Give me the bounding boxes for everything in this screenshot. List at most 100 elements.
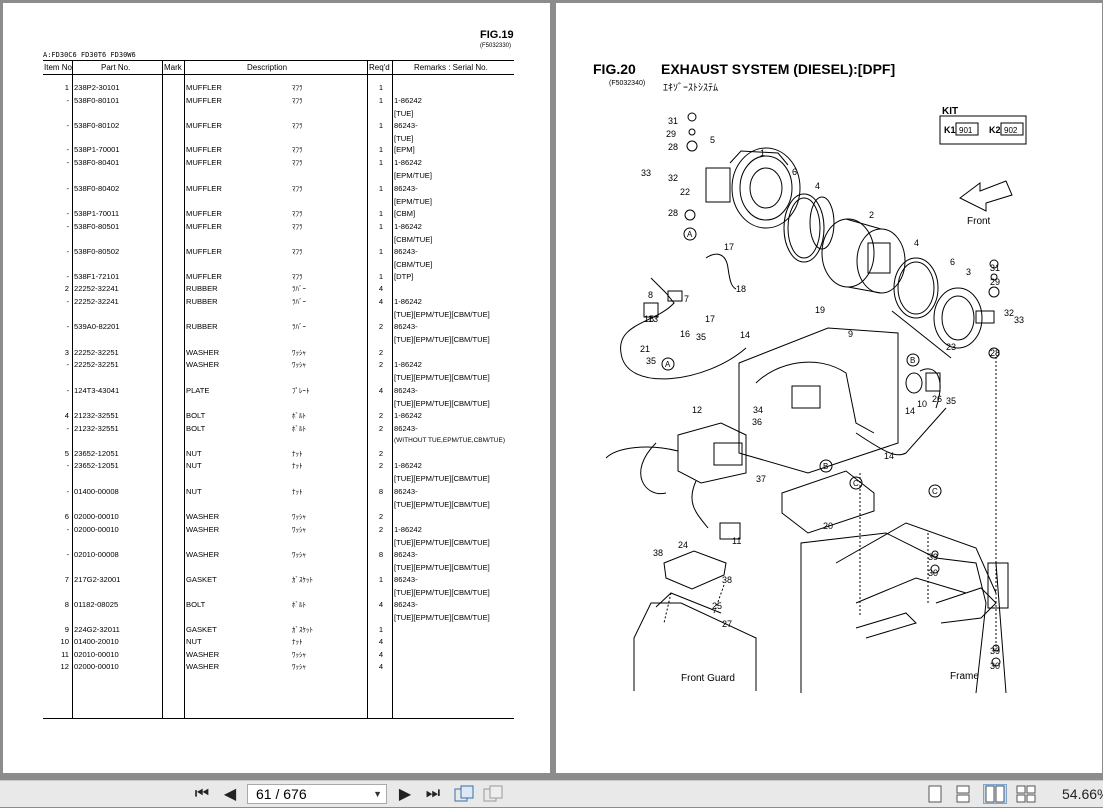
continuous-icon[interactable] — [956, 785, 970, 803]
callout-number: 20 — [823, 521, 833, 531]
table-bottom-rule — [43, 718, 514, 719]
page-number-input[interactable]: 61 / 676 ▼ — [247, 784, 387, 804]
first-page-icon[interactable]: ⏮ — [194, 785, 210, 802]
col-divider — [162, 60, 163, 719]
remarks-serial: 1-86242 — [394, 525, 422, 534]
required-qty: 2 — [378, 424, 384, 433]
remarks-variant: [EPM/TUE] — [394, 171, 432, 180]
single-page-icon[interactable] — [928, 785, 942, 803]
callout-number: 30 — [990, 661, 1000, 671]
item-no: - — [66, 145, 69, 154]
callout-number: 18 — [736, 284, 746, 294]
remarks-variant: [TUE] — [394, 109, 414, 118]
description-jp: ﾜｯｼｬ — [292, 652, 306, 659]
required-qty: 2 — [378, 411, 384, 420]
continuous-facing-icon[interactable] — [1016, 785, 1036, 803]
callout-number: 8 — [648, 290, 653, 300]
description-jp: ﾏﾌﾗ — [292, 249, 303, 256]
next-view-icon[interactable] — [482, 784, 504, 804]
last-page-icon[interactable]: ⏭ — [425, 785, 441, 802]
figure-number: FIG.20 — [593, 61, 636, 77]
remarks-serial: [EPM] — [394, 145, 415, 154]
required-qty: 4 — [378, 386, 384, 395]
remarks-variant: [CBM/TUE] — [394, 235, 433, 244]
part-no: 538F1-72101 — [74, 272, 120, 281]
required-qty: 1 — [378, 272, 384, 281]
item-no: - — [66, 322, 69, 331]
description-jp: ﾏﾌﾗ — [292, 224, 303, 231]
col-divider — [184, 60, 185, 719]
reference-letter: A — [687, 230, 693, 239]
callout-number: 32 — [1004, 308, 1014, 318]
reference-letter: B — [910, 356, 915, 365]
callout-number: 28 — [668, 142, 678, 152]
chevron-down-icon[interactable]: ▼ — [373, 789, 382, 799]
description-jp: ﾜｯｼｬ — [292, 552, 306, 559]
required-qty: 1 — [378, 222, 384, 231]
description-jp: ﾎﾞﾙﾄ — [292, 413, 306, 420]
remarks-variant: [TUE][EPM/TUE][CBM/TUE] — [394, 563, 490, 572]
required-qty: 8 — [378, 550, 384, 559]
header-mark: Mark — [164, 63, 182, 72]
remarks-variant: [TUE][EPM/TUE][CBM/TUE] — [394, 538, 490, 547]
required-qty: 2 — [378, 461, 384, 470]
reference-letter: A — [665, 360, 671, 369]
part-no: 538F0-80402 — [74, 184, 120, 193]
callout-number: 31 — [668, 116, 678, 126]
description: BOLT — [186, 411, 206, 420]
previous-view-icon[interactable] — [453, 784, 475, 804]
remarks-serial: 86243- — [394, 424, 418, 433]
callout-number: 3 — [966, 267, 971, 277]
prev-page-icon[interactable]: ◀ — [223, 786, 237, 803]
part-no: 538F0-80101 — [74, 96, 120, 105]
description-jp: ﾏﾌﾗ — [292, 98, 303, 105]
part-no: 538P1-70001 — [74, 145, 120, 154]
description-jp: ﾅｯﾄ — [292, 639, 303, 646]
item-no: 4 — [64, 411, 69, 420]
part-no: 23652-12051 — [74, 461, 119, 470]
frame-label: Frame — [950, 671, 979, 682]
callout-number: 38 — [653, 548, 663, 558]
callout-number: 14 — [740, 330, 750, 340]
description: MUFFLER — [186, 272, 222, 281]
description: WASHER — [186, 512, 220, 521]
item-no: 1 — [64, 83, 69, 92]
item-no: 6 — [64, 512, 69, 521]
facing-icon[interactable] — [983, 784, 1007, 804]
description-jp: ﾅｯﾄ — [292, 489, 303, 496]
remarks-variant: [TUE][EPM/TUE][CBM/TUE] — [394, 373, 490, 382]
item-no: - — [66, 297, 69, 306]
zoom-level[interactable]: 54.66% — [1062, 786, 1103, 802]
description: MUFFLER — [186, 158, 222, 167]
remarks-serial: 86243- — [394, 121, 418, 130]
viewer-toolbar: ⏮ ◀ 61 / 676 ▼ ▶ ⏭ 54.66% — [0, 780, 1103, 807]
header-item-no: Item No — [44, 63, 73, 72]
next-page-icon[interactable]: ▶ — [398, 786, 412, 803]
left-page: FIG.19 (F5032330) A:FD30C6 FD30T6 FD30W6… — [3, 3, 550, 773]
description: NUT — [186, 637, 202, 646]
remarks-variant: [TUE][EPM/TUE][CBM/TUE] — [394, 310, 490, 319]
callout-number: 12 — [692, 405, 702, 415]
required-qty: 1 — [378, 575, 384, 584]
header-reqd: Req'd — [369, 63, 390, 72]
callout-number: 15 — [644, 314, 654, 324]
required-qty: 1 — [378, 121, 384, 130]
required-qty: 1 — [378, 158, 384, 167]
description: MUFFLER — [186, 247, 222, 256]
description-jp: ﾜｯｼｬ — [292, 664, 306, 671]
callout-number: 24 — [678, 540, 688, 550]
callout-number: 28 — [990, 348, 1000, 358]
remarks-serial: 1-86242 — [394, 222, 422, 231]
callout-number: 25 — [712, 601, 722, 611]
